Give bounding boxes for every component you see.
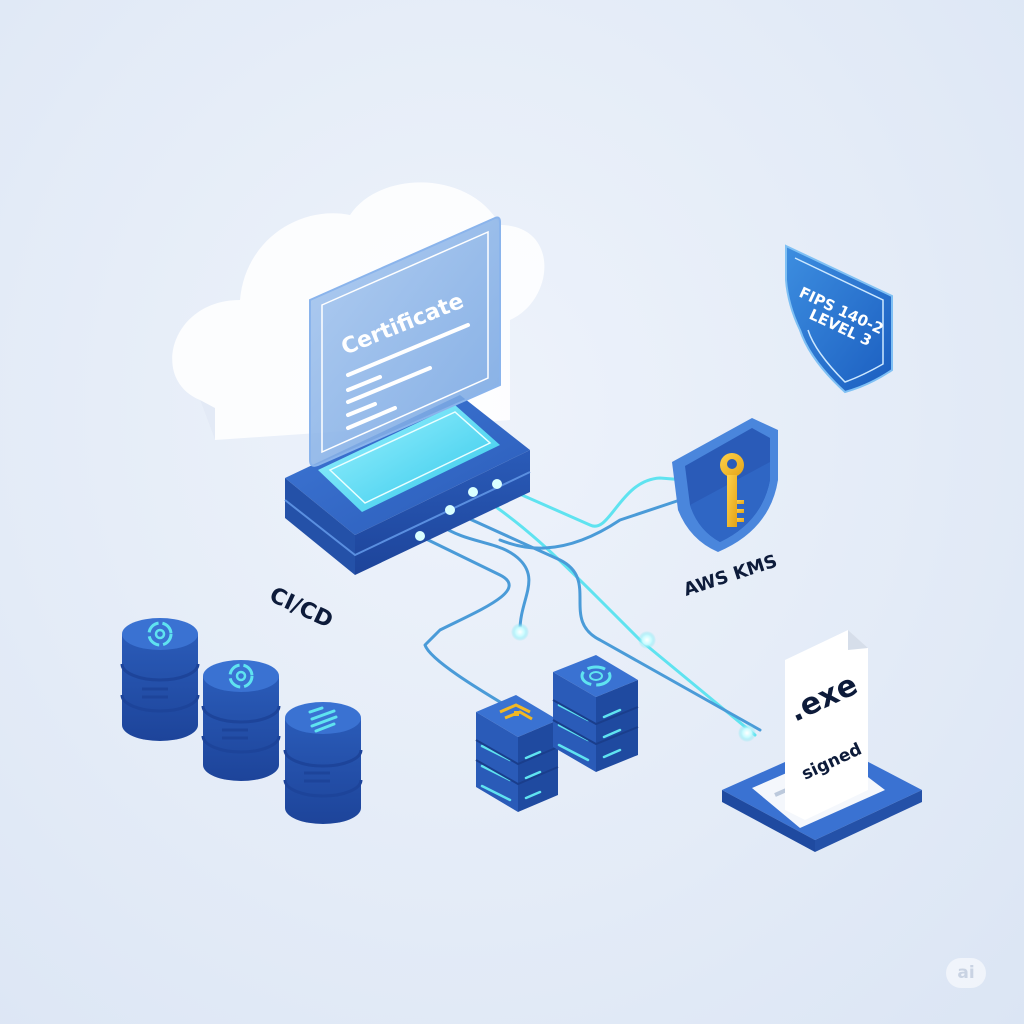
server-rack-2 — [552, 655, 639, 772]
shield-key-icon — [672, 418, 778, 552]
cicd-database-1 — [120, 618, 200, 741]
key-icon — [720, 453, 744, 527]
target-ring-icon — [147, 621, 173, 647]
certificate-panel: Certificate — [309, 216, 501, 467]
node-dots — [511, 623, 756, 742]
target-ring-icon — [228, 663, 254, 689]
refresh-ring-icon — [580, 665, 612, 687]
fips-badge: FIPS 140-2 LEVEL 3 — [785, 244, 893, 394]
watermark-badge: ai — [946, 958, 986, 988]
bars-grid-icon — [308, 706, 338, 733]
server-rack-1 — [475, 695, 559, 812]
qr-grid-icon — [499, 703, 533, 721]
hsm-device — [284, 395, 531, 575]
cicd-label: CI/CD — [265, 583, 336, 634]
cicd-database-2 — [201, 660, 281, 781]
signed-file: .exe signed — [722, 630, 922, 852]
cicd-database-3 — [283, 702, 363, 824]
kms-label: AWS KMS — [681, 551, 780, 601]
